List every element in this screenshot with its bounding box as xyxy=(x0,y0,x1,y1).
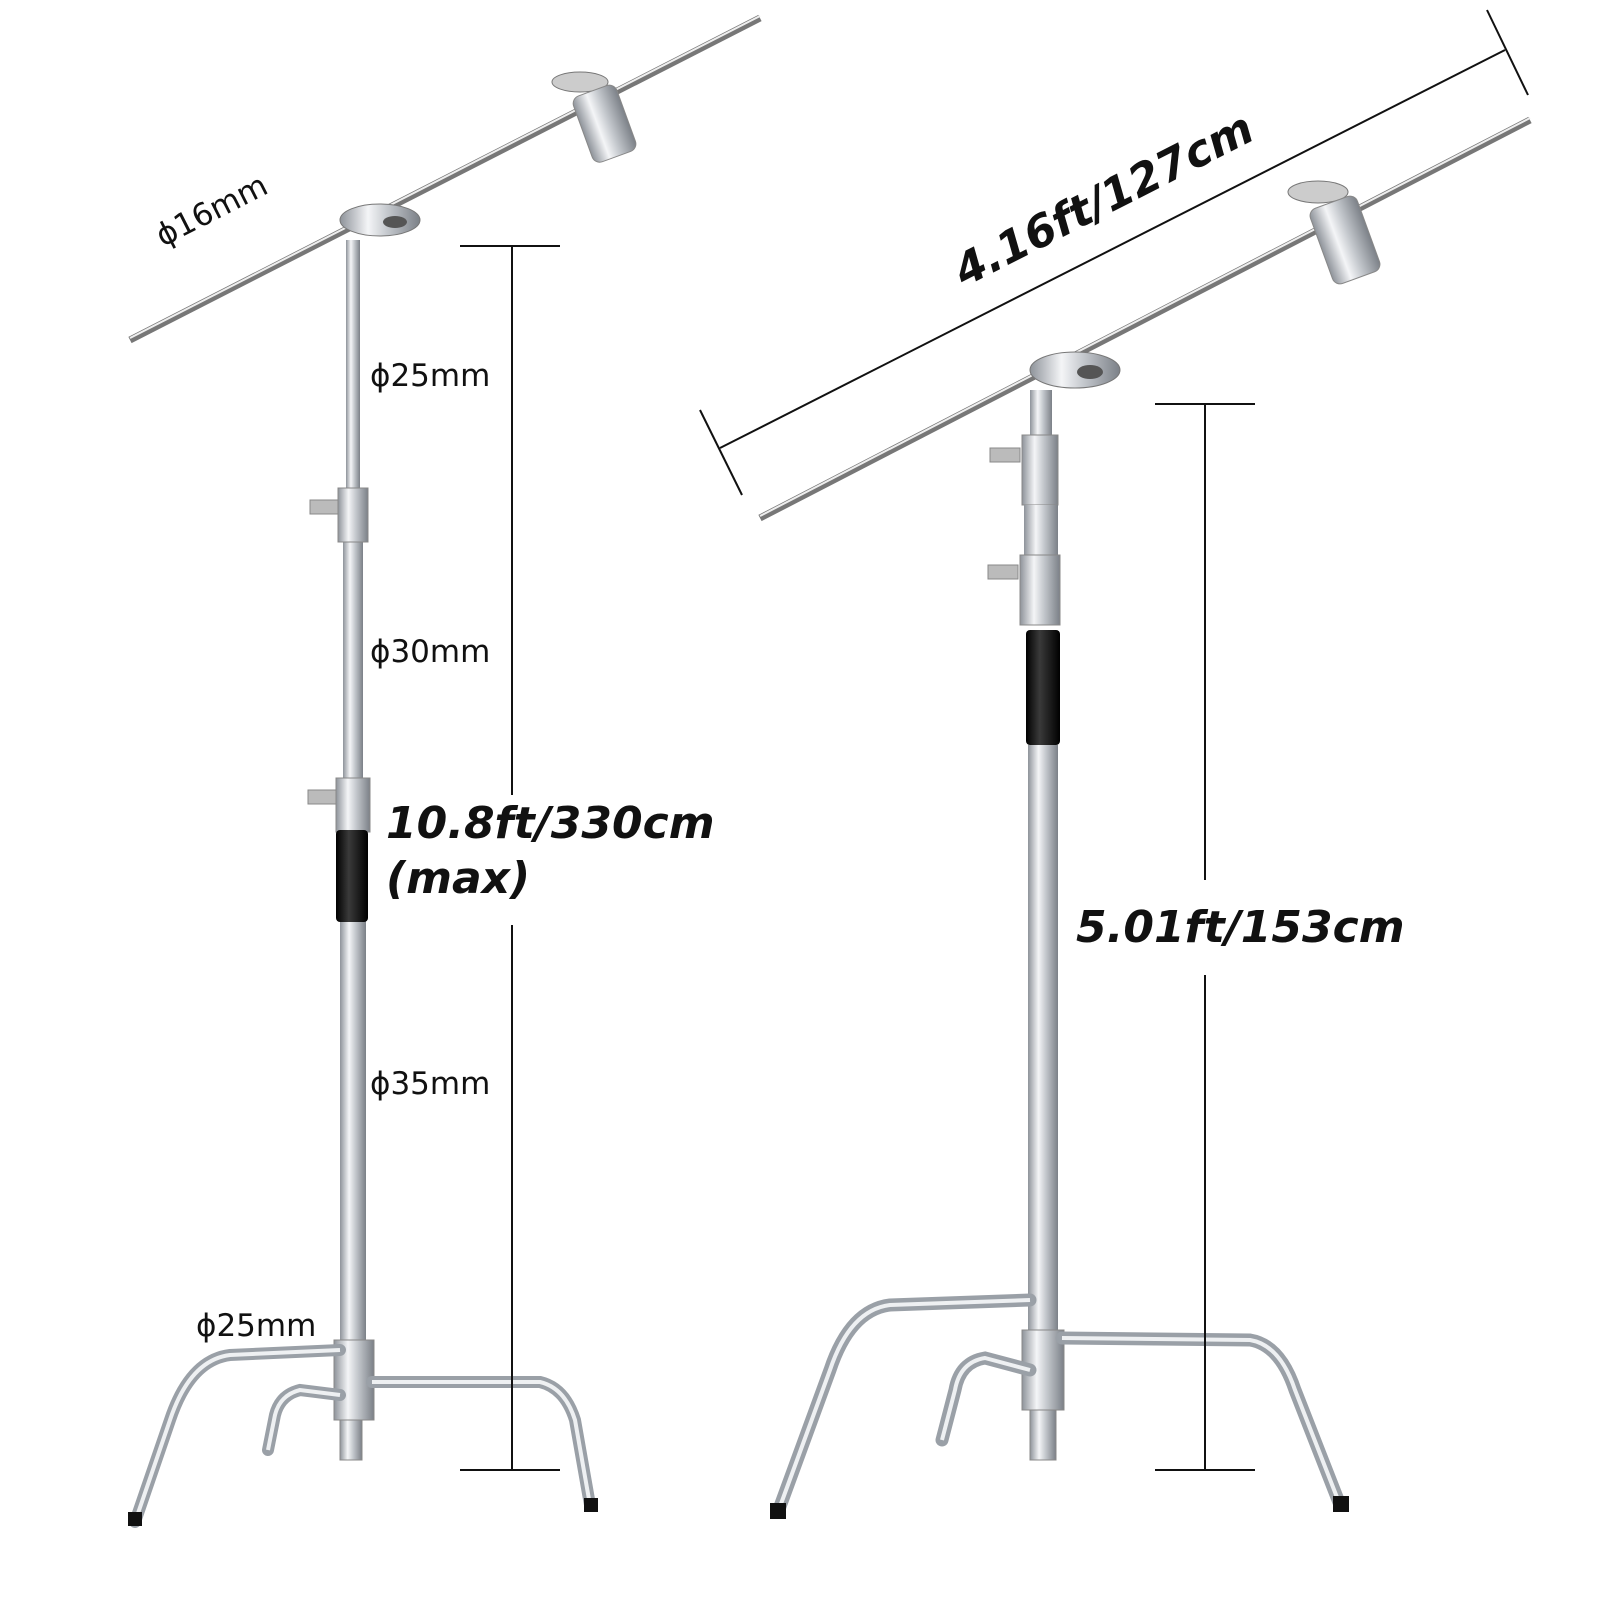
left-foam-grip xyxy=(336,830,368,922)
right-boom-arm xyxy=(758,116,1532,522)
left-riser-top xyxy=(346,240,360,500)
right-clamp-icon xyxy=(1029,351,1121,389)
right-foam-grip xyxy=(1026,630,1060,745)
left-middle-riser-diameter-label: ϕ30mm xyxy=(370,634,491,670)
left-leg-diameter-label: ϕ25mm xyxy=(196,1308,317,1344)
right-stand xyxy=(699,9,1532,1519)
right-arm-dimension-line xyxy=(699,9,1529,496)
left-clamp-icon xyxy=(339,203,421,237)
left-max-height-label: 10.8ft/330cm (max) xyxy=(386,796,715,906)
left-boom-arm xyxy=(128,14,762,344)
left-top-riser-diameter-label: ϕ25mm xyxy=(370,358,491,394)
right-grip-head-icon xyxy=(1287,180,1381,285)
left-height-dimension-line xyxy=(460,245,560,1471)
right-min-height-label: 5.01ft/153cm xyxy=(1076,902,1405,953)
left-grip-head-icon xyxy=(551,71,637,163)
max-height-value: 10.8ft/330cm xyxy=(386,798,715,849)
left-bottom-riser-diameter-label: ϕ35mm xyxy=(370,1066,491,1102)
max-height-suffix: (max) xyxy=(386,853,531,904)
left-stand xyxy=(128,14,762,1528)
right-height-dimension-line xyxy=(1155,403,1255,1471)
left-riser-middle xyxy=(343,500,363,790)
